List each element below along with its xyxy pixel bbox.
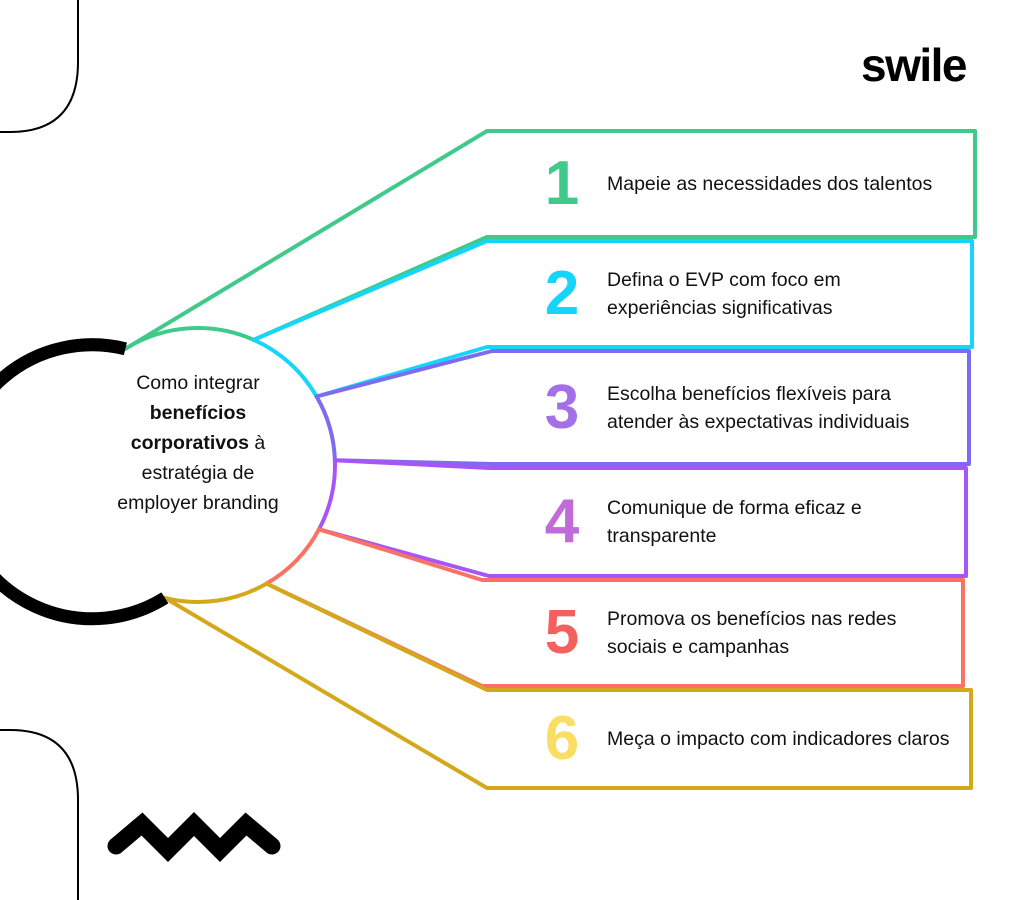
step-text-1: Mapeie as necessidades dos talentos [607,173,933,195]
step-text-6: Meça o impacto com indicadores claros [607,728,950,750]
step-item-2[interactable]: 2 Defina o EVP com foco em experiências s… [525,239,952,349]
step-number-5: 5 [544,598,579,667]
hub-bold-1: benefícios [149,402,247,424]
step-number-6: 6 [544,704,579,773]
hub-after-bold: à [248,432,266,454]
hub-line-3: estratégia de [141,462,255,484]
step-item-6[interactable]: 6 Meça o impacto com indicadores claros [525,688,951,790]
swile-logo: swile [860,39,968,91]
step-item-1[interactable]: 1 Mapeie as necessidades dos talentos [525,129,955,239]
step-number-4: 4 [544,487,579,556]
top-left-corner-arc [0,0,79,133]
hub-bold-2: corporativos [130,432,249,454]
step-text-5: Promova os benefícios nas redes sociais … [607,608,897,658]
step-text-3: Escolha benefícios flexíveis para atende… [607,382,910,433]
step-text-2: Defina o EVP com foco em experiências si… [607,269,841,319]
step-item-4[interactable]: 4 Comunique de forma eficaz e transparent… [525,466,946,578]
hub-label: Como integrar benefícios corporativos à … [78,368,318,518]
step-number-2: 2 [544,259,579,328]
hub-line-4: employer branding [117,492,279,514]
hub-line-1: Como integrar [136,372,260,394]
squiggle-icon [107,811,281,863]
step-text-4: Comunique de forma eficaz e transparente [607,497,862,547]
step-number-3: 3 [544,372,579,442]
bottom-left-corner-arc [0,729,79,900]
step-item-3[interactable]: 3 Escolha benefícios flexíveis para atend… [525,349,949,466]
step-item-5[interactable]: 5 Promova os benefícios nas redes sociais… [525,578,943,688]
step-number-1: 1 [544,149,579,218]
